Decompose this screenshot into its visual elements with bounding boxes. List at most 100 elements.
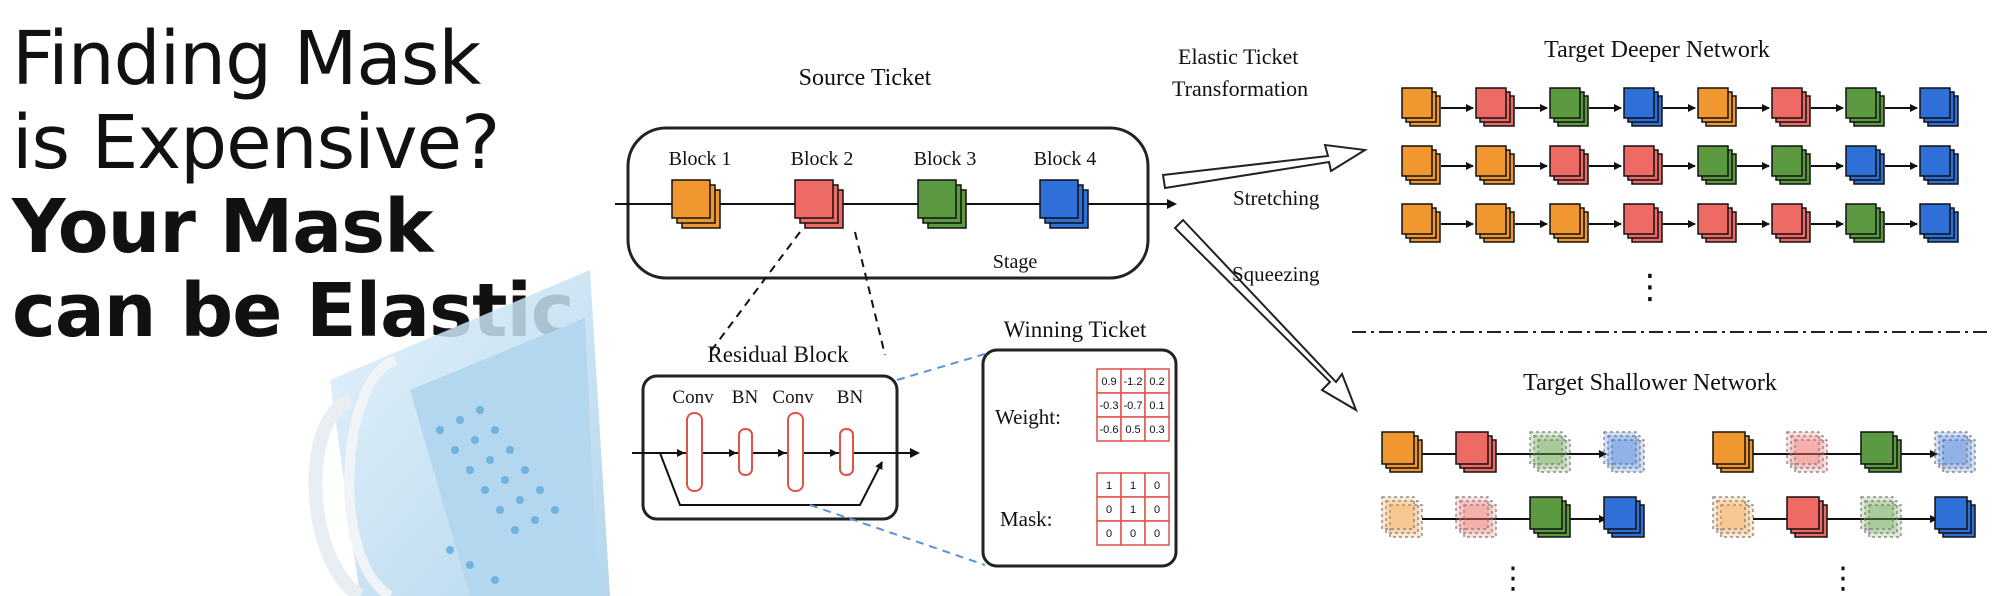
- bn-layer-2: [839, 428, 854, 476]
- transformation-title-line-2: Transformation: [1172, 76, 1308, 101]
- deeper-row-3-block-5: [1697, 203, 1737, 243]
- residual-layer-label-4: BN: [837, 387, 864, 408]
- mask-cell: [1096, 472, 1122, 498]
- winning-ticket-title: Winning Ticket: [1004, 317, 1147, 342]
- shallower-left-row-1-block-1: [1381, 431, 1423, 473]
- shallower-network-title: Target Shallower Network: [1523, 370, 1777, 396]
- headline-line-3: Your Mask: [12, 184, 433, 270]
- weight-value: -1.2: [1124, 376, 1143, 388]
- shallower-right-row-1-block-3: [1860, 431, 1902, 473]
- deeper-row-2-block-6: [1771, 145, 1811, 185]
- shallower-right-row-2-block-1: [1712, 496, 1754, 538]
- shallower-left-row-2-block-2: [1455, 496, 1497, 538]
- headline: Finding Mask is Expensive? Your Mask can…: [12, 16, 575, 358]
- mask-label: Mask:: [1000, 507, 1053, 531]
- source-block-label-2: Block 2: [791, 148, 854, 170]
- conv-layer-1: [686, 412, 703, 492]
- shallower-right-row-2-block-2: [1786, 496, 1828, 538]
- mask-cell: [1144, 496, 1170, 522]
- residual-layer-label-1: Conv: [672, 387, 714, 408]
- deeper-row-2-block-2: [1475, 145, 1515, 185]
- headline-line-2: is Expensive?: [12, 100, 500, 186]
- shallower-left-row-2-block-3: [1529, 496, 1571, 538]
- source-block-label-4: Block 4: [1034, 148, 1097, 170]
- deeper-row-1-block-1: [1401, 87, 1441, 127]
- deeper-row-3-block-1: [1401, 203, 1441, 243]
- source-block-3: [917, 179, 967, 229]
- deeper-network: [1401, 87, 1959, 243]
- residual-block-title: Residual Block: [707, 342, 849, 367]
- deeper-row-3-block-4: [1623, 203, 1663, 243]
- face-mask-illustration: [308, 270, 610, 596]
- deeper-row-1-block-6: [1771, 87, 1811, 127]
- mask-value: 0: [1130, 528, 1136, 540]
- deeper-row-3-block-6: [1771, 203, 1811, 243]
- shallower-left-row-2-block-4: [1603, 496, 1645, 538]
- deeper-row-2-block-4: [1623, 145, 1663, 185]
- weight-value: -0.6: [1100, 424, 1119, 436]
- shallower-left-row-1-block-4: [1603, 431, 1645, 473]
- shallower-left-row-1-block-2: [1455, 431, 1497, 473]
- source-ticket-title: Source Ticket: [799, 65, 932, 91]
- mask-cell: [1144, 520, 1170, 546]
- shallower-left-row-2-block-1: [1381, 496, 1423, 538]
- mask-value: 0: [1106, 504, 1112, 516]
- mask-value: 0: [1154, 528, 1160, 540]
- deeper-row-1-block-2: [1475, 87, 1515, 127]
- deeper-row-2-block-1: [1401, 145, 1441, 185]
- deeper-more-ellipsis: ⋮: [1633, 267, 1667, 307]
- zoom-line-left: [707, 231, 801, 356]
- shallower-left-row-1-block-3: [1529, 431, 1571, 473]
- weight-value: 0.2: [1149, 376, 1164, 388]
- weight-cell: [1120, 392, 1146, 418]
- deeper-row-2-block-8: [1919, 145, 1959, 185]
- residual-block-frame: [641, 374, 899, 521]
- deeper-network-title: Target Deeper Network: [1544, 37, 1770, 63]
- headline-line-1: Finding Mask: [12, 16, 481, 102]
- weight-cell: [1144, 368, 1170, 394]
- mask-value: 1: [1106, 480, 1112, 492]
- deeper-row-2-block-5: [1697, 145, 1737, 185]
- conv-layer-2: [787, 412, 804, 492]
- winning-ticket-frame: [981, 348, 1178, 568]
- source-block-4: [1039, 179, 1089, 229]
- weight-value: 0.5: [1125, 424, 1140, 436]
- deeper-row-3-block-8: [1919, 203, 1959, 243]
- weight-cell: [1144, 416, 1170, 442]
- deeper-row-2-block-7: [1845, 145, 1885, 185]
- weight-value: -0.7: [1124, 400, 1143, 412]
- shallower-more-ellipsis-right: ⋮: [1828, 561, 1858, 596]
- deeper-row-1-block-8: [1919, 87, 1959, 127]
- mask-value: 1: [1130, 480, 1136, 492]
- shallower-right-row-2-block-4: [1934, 496, 1976, 538]
- transformation-title-line-1: Elastic Ticket: [1178, 44, 1298, 69]
- mask-cell: [1096, 496, 1122, 522]
- source-blocks: [671, 179, 1089, 229]
- residual-layer-label-2: BN: [732, 387, 759, 408]
- weight-value: 0.9: [1101, 376, 1116, 388]
- source-block-1: [671, 179, 721, 229]
- zoom-line-blue-bottom: [809, 504, 986, 566]
- shallower-right-row-1-block-4: [1934, 431, 1976, 473]
- shallower-network: [1381, 431, 1976, 538]
- source-block-label-1: Block 1: [669, 148, 732, 170]
- shallower-right-row-1-block-1: [1712, 431, 1754, 473]
- weight-value: -0.3: [1100, 400, 1119, 412]
- weight-value: 0.1: [1149, 400, 1164, 412]
- deeper-row-1-block-3: [1549, 87, 1589, 127]
- weight-label: Weight:: [995, 405, 1061, 429]
- stretching-label: Stretching: [1233, 186, 1320, 210]
- stretching-arrow: [1161, 143, 1368, 190]
- source-block-label-3: Block 3: [914, 148, 977, 170]
- zoom-line-blue-top: [896, 353, 986, 381]
- weight-cell: [1144, 392, 1170, 418]
- deeper-row-3-block-3: [1549, 203, 1589, 243]
- deeper-row-1-block-5: [1697, 87, 1737, 127]
- shallower-right-row-2-block-3: [1860, 496, 1902, 538]
- zoom-line-right: [854, 231, 886, 356]
- source-block-2: [794, 179, 844, 229]
- squeezing-label: Squeezing: [1232, 262, 1320, 286]
- skip-connection: [659, 452, 883, 506]
